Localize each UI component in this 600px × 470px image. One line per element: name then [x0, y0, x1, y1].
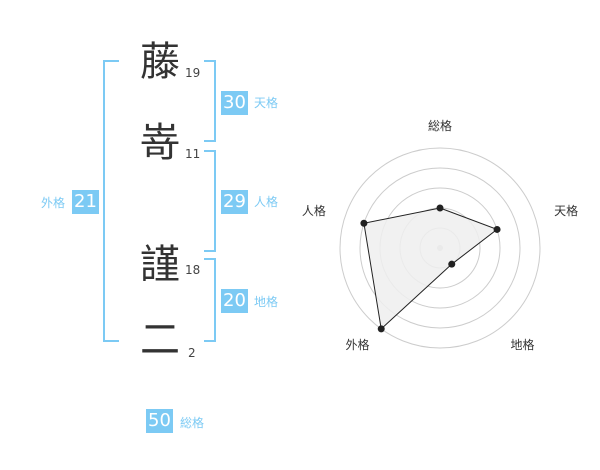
gaikaku-label: 外格 — [41, 196, 66, 210]
stroke-count-2: 11 — [185, 147, 201, 161]
gaikaku-value: 21 — [72, 190, 99, 214]
radar-point-5 — [360, 219, 368, 227]
gaikaku-bracket — [103, 60, 119, 342]
radar-point-1 — [436, 204, 444, 212]
radar-point-2 — [493, 225, 501, 233]
radar-point-4 — [377, 325, 385, 333]
radar-grid-ring — [339, 147, 541, 349]
chikaku-label: 地格 — [254, 295, 279, 309]
radar-grid-ring — [359, 167, 521, 329]
radar-axis-label-3: 地格 — [511, 337, 535, 352]
stroke-count-3: 18 — [185, 263, 201, 277]
name-char-4: 二 — [140, 317, 180, 363]
radar-point-3 — [448, 260, 456, 268]
chikaku-value: 20 — [221, 289, 248, 313]
tenkaku-label: 天格 — [254, 96, 279, 110]
radar-axis-label-2: 天格 — [554, 203, 578, 218]
name-char-2: 嵜 — [140, 120, 180, 166]
stroke-count-4: 2 — [188, 346, 196, 360]
jinkaku-bracket — [204, 150, 216, 252]
name-char-1: 藤 — [140, 39, 180, 85]
jinkaku-value: 29 — [221, 190, 248, 214]
radar-series-polygon — [363, 207, 499, 330]
tenkaku-value: 30 — [221, 91, 248, 115]
radar-axis-label-1: 総格 — [428, 118, 452, 133]
chikaku-bracket — [204, 258, 216, 342]
stroke-count-1: 19 — [185, 66, 201, 80]
radar-axis-label-5: 人格 — [302, 203, 326, 218]
name-char-3: 謹 — [140, 242, 180, 288]
jinkaku-label: 人格 — [254, 195, 279, 209]
soukaku-value: 50 — [146, 409, 173, 433]
tenkaku-bracket — [204, 60, 216, 142]
soukaku-label: 総格 — [180, 416, 205, 430]
radar-axis-label-4: 外格 — [345, 337, 369, 352]
